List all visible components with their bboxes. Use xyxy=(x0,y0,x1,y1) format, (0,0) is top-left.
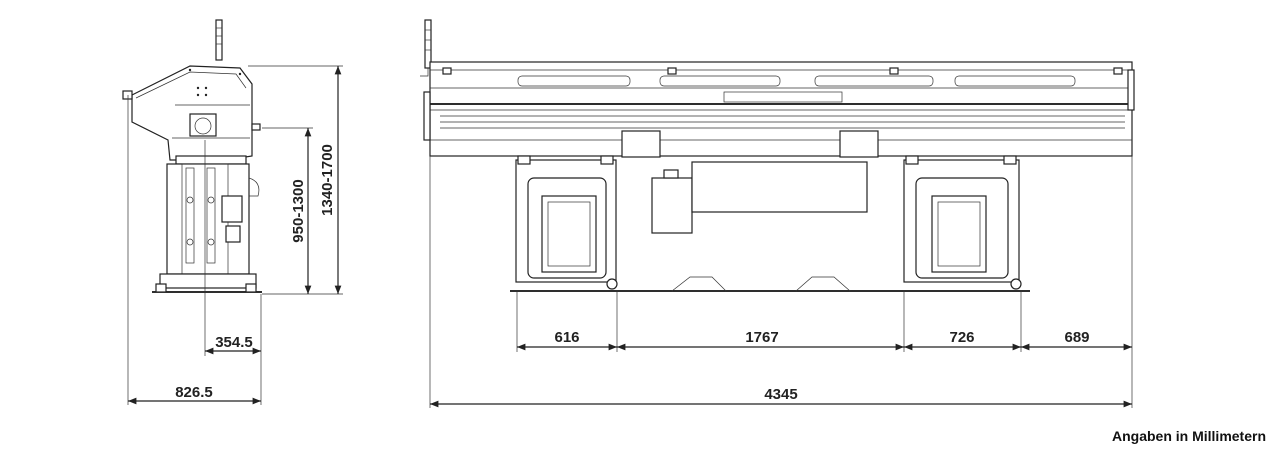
dim-689: 689 xyxy=(1064,329,1089,346)
dim-1340-1700: 1340-1700 xyxy=(319,144,336,216)
dim-826-5: 826.5 xyxy=(175,384,213,401)
dim-4345: 4345 xyxy=(764,386,797,403)
dim-726: 726 xyxy=(949,329,974,346)
side-dimensions: 950-1300 1340-1700 354.5 826.5 xyxy=(127,65,343,405)
side-view xyxy=(122,19,262,293)
units-note: Angaben in Millimetern xyxy=(1111,428,1266,444)
left-stand xyxy=(515,155,618,290)
dim-354-5: 354.5 xyxy=(215,334,253,351)
front-dimensions: 616 1767 726 689 4345 xyxy=(429,156,1133,408)
right-stand xyxy=(903,155,1022,290)
dim-1767: 1767 xyxy=(745,329,778,346)
dim-950-1300: 950-1300 xyxy=(290,179,307,242)
dim-616: 616 xyxy=(554,329,579,346)
front-view xyxy=(420,19,1135,292)
